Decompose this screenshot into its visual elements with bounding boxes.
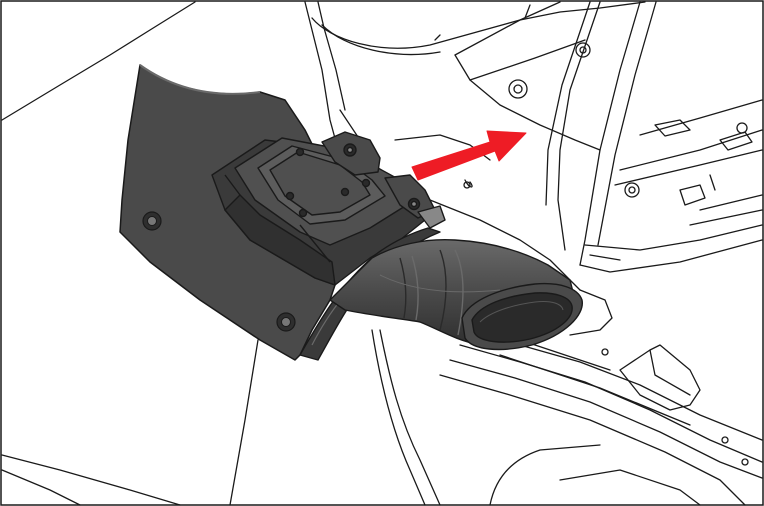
arrow-right-up-icon [411, 130, 527, 181]
air-duct-hose [299, 227, 583, 361]
